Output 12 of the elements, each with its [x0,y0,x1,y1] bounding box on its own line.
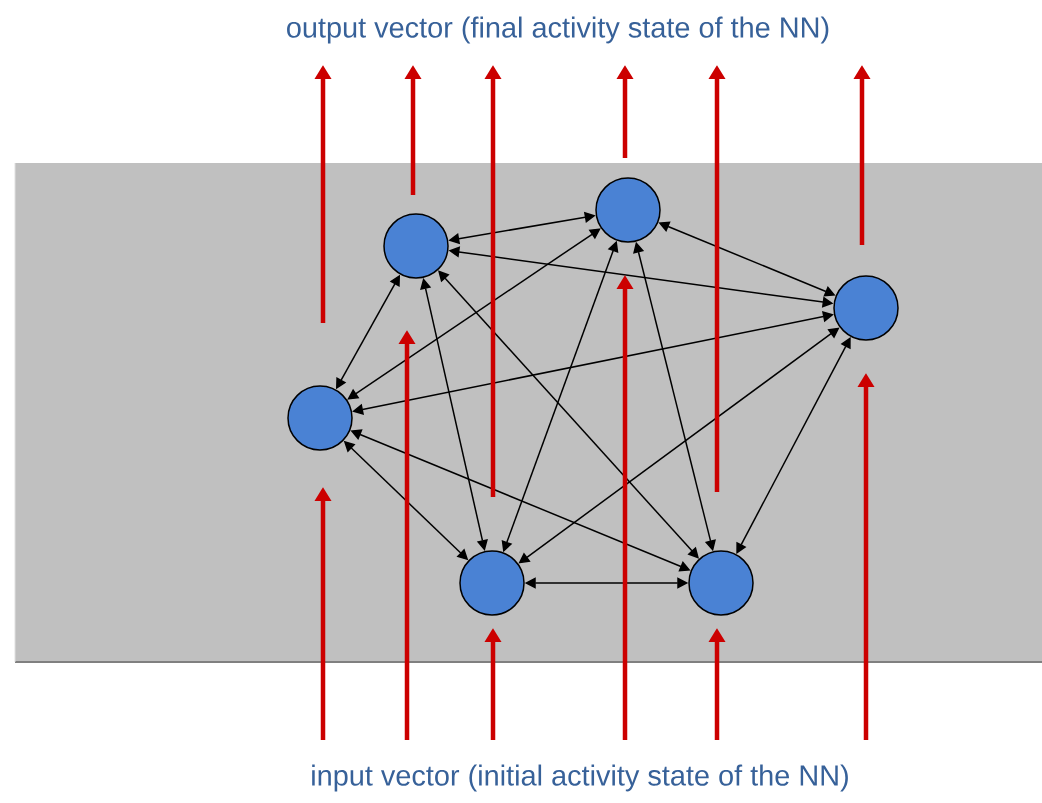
connection-arrow [347,228,601,400]
neuron-circle [287,385,353,451]
neuron-circle [688,550,754,616]
neuron-circle [595,177,661,243]
neuron-circle [459,550,525,616]
vector-label: output vector (final activity state of the NN) [287,16,829,44]
connection-arrow [438,270,699,559]
connection-arrow [736,337,851,554]
neuron-circle [833,275,899,341]
neuron-circle [383,213,449,279]
vector-label: input vector (initial activity state of the NN) [312,764,848,792]
connection-arrow [420,278,488,551]
